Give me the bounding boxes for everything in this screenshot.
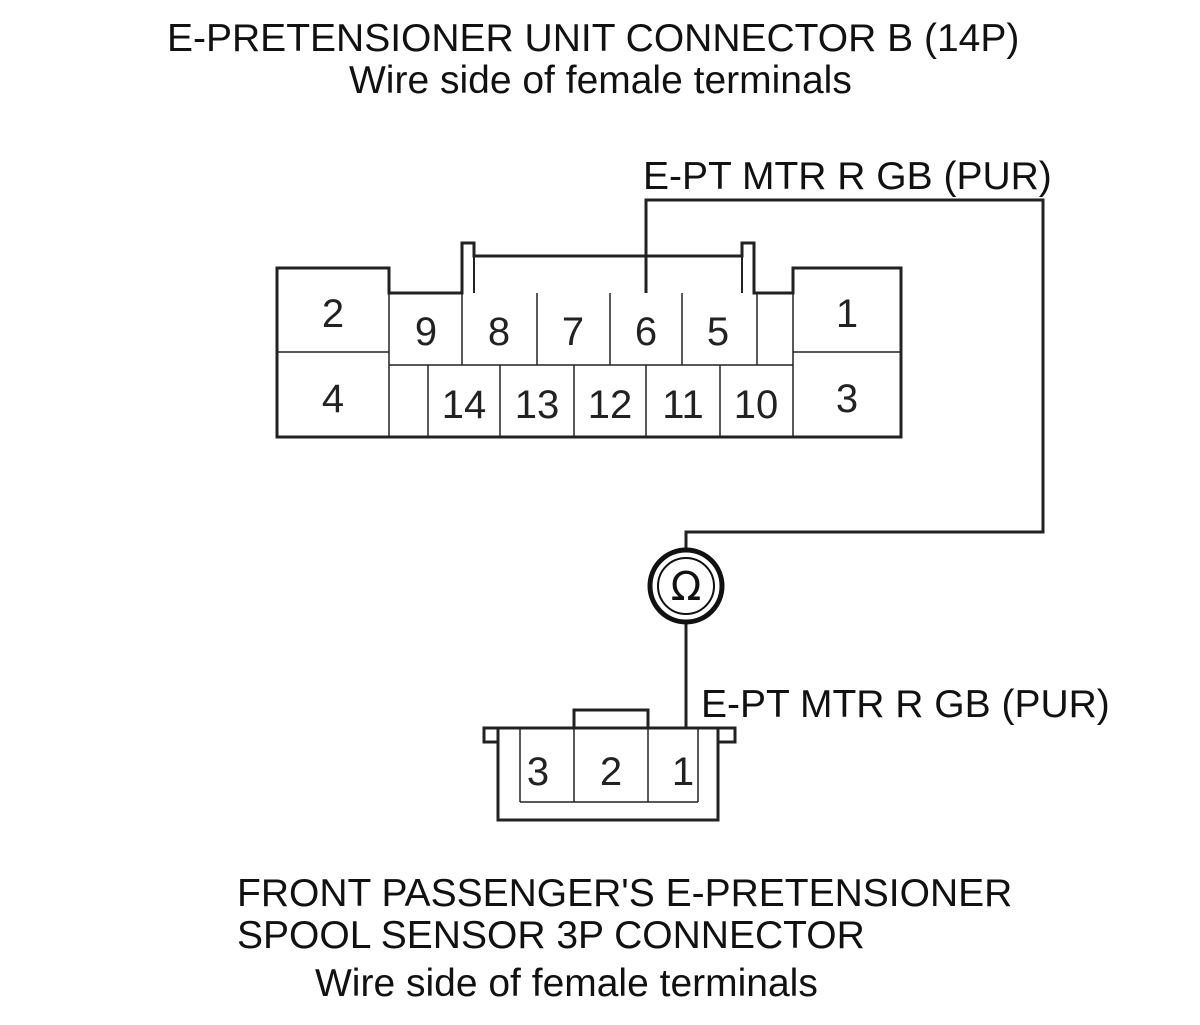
connector-3p-grid — [519, 728, 699, 803]
bottom-connector-subtitle: Wire side of female terminals — [315, 962, 818, 1005]
pin-6: 6 — [635, 310, 657, 354]
pin-2: 2 — [322, 292, 344, 336]
pin-13: 13 — [515, 383, 560, 427]
ohm-symbol: Ω — [671, 564, 702, 610]
pin-3p-2: 2 — [600, 750, 622, 794]
pin-8: 8 — [488, 310, 510, 354]
connector-3p-pins: 3 2 1 — [527, 750, 694, 794]
test-wire — [644, 198, 1045, 728]
pin-14: 14 — [442, 383, 487, 427]
pin-10: 10 — [734, 383, 779, 427]
pin-1: 1 — [836, 292, 858, 336]
pin-3p-1: 1 — [672, 750, 694, 794]
pin-3: 3 — [836, 377, 858, 421]
ohmmeter-icon: Ω — [647, 547, 725, 625]
bottom-connector-title-line1: FRONT PASSENGER'S E-PRETENSIONER — [237, 872, 1013, 915]
top-connector-subtitle: Wire side of female terminals — [349, 59, 852, 102]
bottom-wire-label: E-PT MTR R GB (PUR) — [701, 683, 1110, 726]
bottom-connector-title-line2: SPOOL SENSOR 3P CONNECTOR — [237, 914, 865, 957]
pin-11: 11 — [662, 383, 704, 427]
pin-5: 5 — [707, 310, 729, 354]
pin-3p-3: 3 — [527, 750, 549, 794]
pin-7: 7 — [562, 310, 584, 354]
pin-9: 9 — [415, 310, 437, 354]
connector-14p — [275, 241, 903, 439]
top-wire-label: E-PT MTR R GB (PUR) — [643, 155, 1052, 198]
connector-14p-grid — [277, 293, 901, 437]
pin-12: 12 — [588, 383, 633, 427]
top-connector-title: E-PRETENSIONER UNIT CONNECTOR B (14P) — [167, 17, 1020, 60]
pin-4: 4 — [322, 377, 344, 421]
connector-14p-pins: 2 4 1 3 9 8 7 6 5 14 13 12 11 10 — [322, 292, 858, 427]
connector-3p — [482, 708, 737, 822]
